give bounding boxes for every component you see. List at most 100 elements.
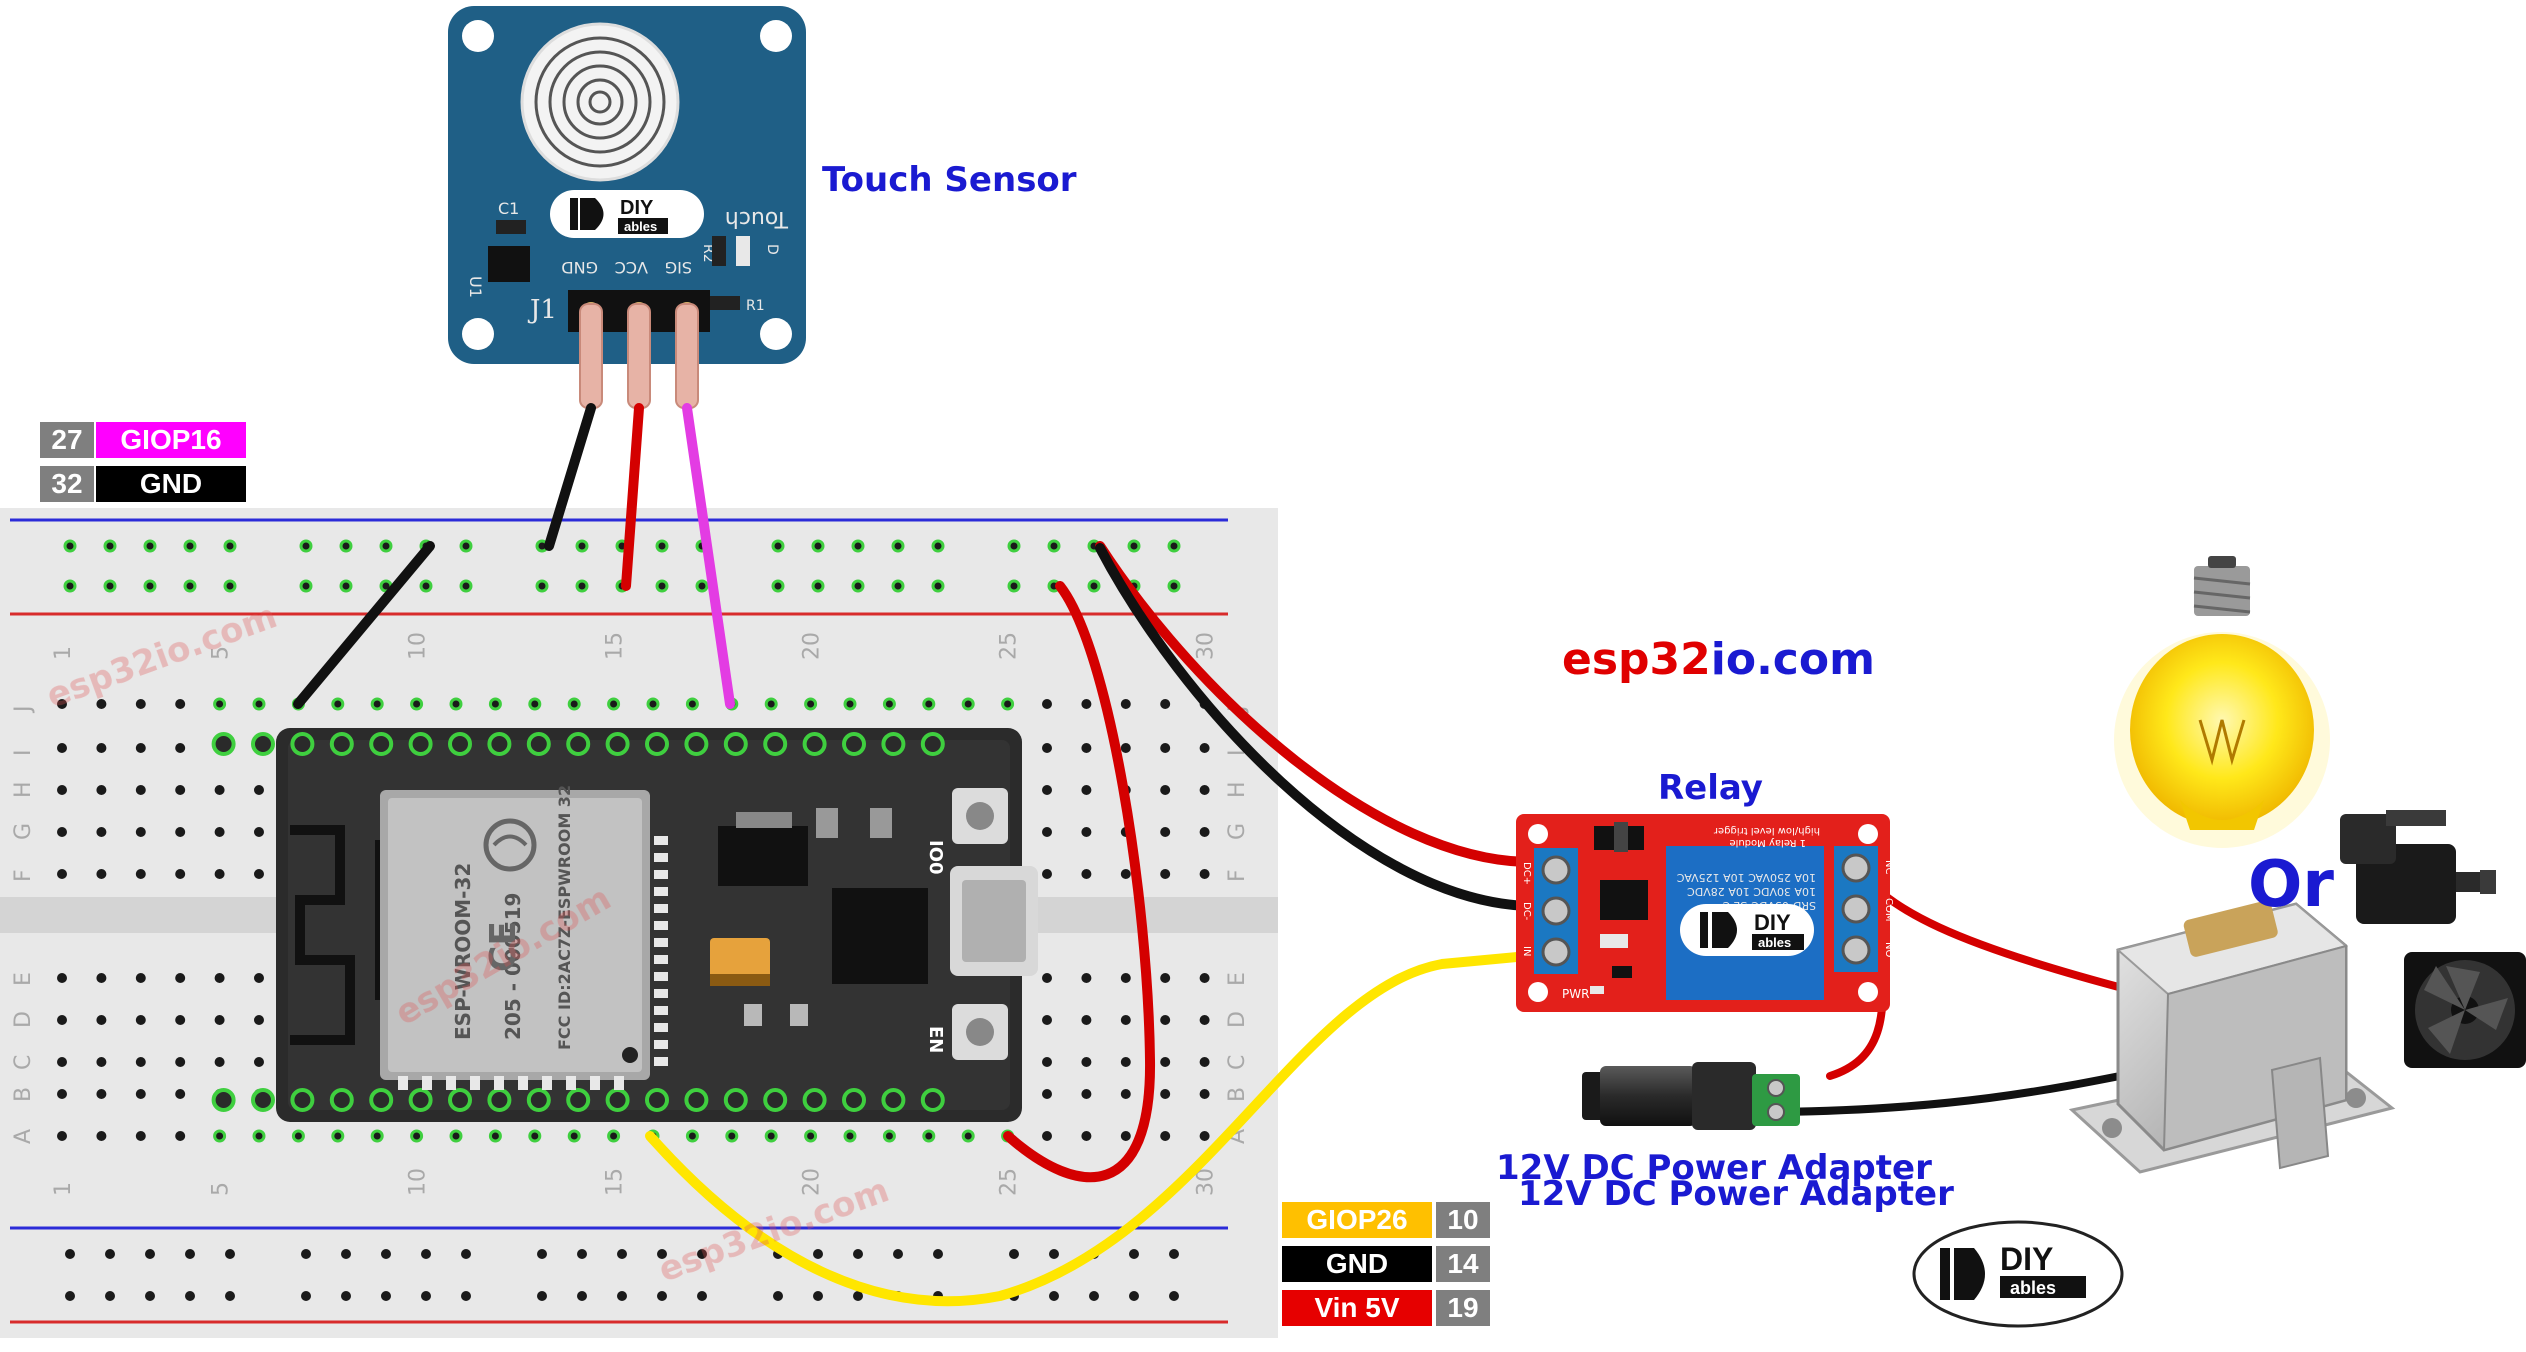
rail-hole [575, 539, 589, 553]
rail-hole [341, 1249, 351, 1259]
breadboard-hole [213, 1129, 227, 1143]
module-pin [654, 1040, 668, 1049]
site-brand-part1: esp32 [1562, 634, 1711, 685]
module-pin [494, 1076, 504, 1090]
breadboard-hole [1160, 973, 1171, 983]
column-number-bottom: 15 [603, 1168, 628, 1196]
usb-uart-chip [832, 888, 928, 984]
esp32-module-id: 205 - 000519 [501, 893, 525, 1040]
breadboard-hole [254, 1015, 264, 1025]
rail-hole [1049, 1291, 1059, 1301]
column-number-bottom: 25 [997, 1168, 1022, 1196]
breadboard-hole [57, 973, 67, 983]
pin-label-top-1: GND [96, 466, 246, 502]
module-pin [654, 1006, 668, 1015]
rail-hole [655, 579, 669, 593]
rail-hole [1009, 1249, 1019, 1259]
rail-hole [63, 579, 77, 593]
breadboard-hole [175, 869, 186, 879]
esp32-pin [211, 1088, 236, 1112]
breadboard-hole [1160, 743, 1171, 753]
row-letter: C [11, 1055, 36, 1070]
rail-hole [695, 579, 709, 593]
water-pump-icon [2340, 810, 2496, 924]
esp32-pin [487, 732, 512, 756]
wire-vin-loop [1003, 581, 1156, 1183]
esp32-pin [763, 1088, 788, 1112]
rail-hole [771, 579, 785, 593]
touch-label-r1: R1 [746, 298, 765, 314]
breadboard-hole [175, 1131, 186, 1141]
breadboard-hole [1081, 827, 1092, 837]
breadboard-hole [488, 697, 502, 711]
rail-hole [577, 1249, 587, 1259]
wire-relay-signal [645, 951, 1533, 1307]
rail-hole [811, 539, 825, 553]
breadboard-hole [449, 697, 463, 711]
wire-relay-gnd [1095, 543, 1533, 911]
solenoid-lock [2068, 900, 2396, 1174]
relay-terminal-nc: NC [1883, 860, 1894, 874]
module-pin [654, 904, 668, 913]
rail-hole [381, 1291, 391, 1301]
esp32-pin [448, 732, 472, 756]
breadboard-hole [1081, 699, 1092, 709]
breadboard-hole [1160, 1015, 1171, 1025]
relay-title: Relay [1658, 768, 1763, 808]
site-brand-part2: io [1710, 634, 1757, 685]
esp32-pin [645, 732, 669, 756]
row-letter: H [1225, 781, 1250, 798]
breadboard-hole [57, 1015, 67, 1025]
rail-hole [299, 539, 313, 553]
wire-touch-vcc [621, 403, 644, 591]
module-pin [446, 1076, 456, 1090]
module-pin [590, 1076, 600, 1090]
relay-logo: DIY ables [1680, 904, 1814, 956]
relay-logo-bottom-text: ables [1758, 935, 1791, 950]
rail-hole [1049, 1249, 1059, 1259]
site-brand-part3: .com [1756, 634, 1875, 685]
breadboard-hole [1199, 869, 1210, 879]
module-pin [398, 1076, 408, 1090]
breadboard-hole [57, 869, 67, 879]
rail-hole [575, 579, 589, 593]
column-number-bottom: 10 [406, 1168, 431, 1196]
esp32-pin [566, 732, 591, 756]
rail-hole [933, 1249, 943, 1259]
breadboard-hole [1042, 743, 1052, 753]
module-pin [566, 1076, 576, 1090]
module-pin [654, 972, 668, 981]
breadboard-hole [1199, 827, 1210, 837]
rail-hole [853, 1249, 863, 1259]
io0-label: IO0 [925, 840, 946, 875]
rail-hole [461, 1249, 471, 1259]
breadboard-hole [882, 697, 896, 711]
rail-hole [811, 579, 825, 593]
rail-hole [339, 539, 353, 553]
esp32-pin [645, 1088, 669, 1112]
module-pin [614, 1076, 624, 1090]
module-pin [654, 1057, 668, 1066]
touch-pad-icon [520, 22, 680, 182]
row-letter: C [1225, 1055, 1250, 1070]
breadboard-hole [214, 785, 225, 795]
row-letter: E [1225, 972, 1250, 986]
footer-logo-bottom-text: ables [2010, 1278, 2056, 1298]
touch-lead-sig [675, 303, 699, 409]
breadboard-hole [1001, 697, 1015, 711]
esp32-fcc-label: FCC ID:2AC7Z-ESPWROOM 32 [555, 785, 574, 1050]
column-number-top: 25 [997, 632, 1022, 660]
breadboard-hole [1160, 1131, 1171, 1141]
diyables-footer-logo: DIY ables [1912, 1220, 2124, 1328]
module-pin [654, 836, 668, 845]
breadboard-hole [57, 743, 67, 753]
breadboard-hole [214, 1015, 225, 1025]
breadboard-hole [57, 827, 67, 837]
esp32-pin [526, 732, 551, 756]
rail-hole [381, 1249, 391, 1259]
breadboard-hole [135, 743, 146, 753]
breadboard-hole [1042, 1089, 1052, 1099]
touch-lead-vcc [627, 303, 651, 409]
esp32-pin [211, 732, 236, 756]
